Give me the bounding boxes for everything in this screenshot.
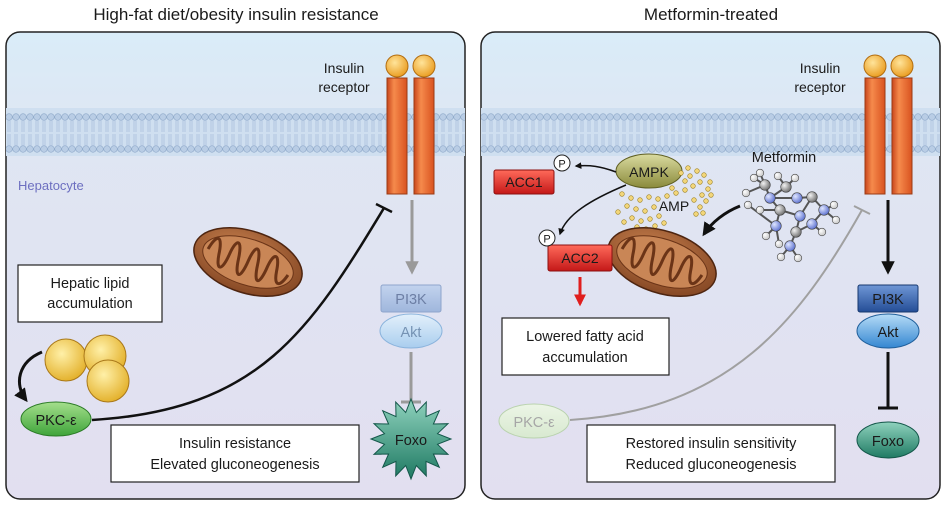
phosphate-icon — [553, 154, 571, 172]
phospho-label: P — [558, 159, 565, 171]
left-outcome-box — [110, 424, 360, 483]
metformin-molecule-icon — [741, 168, 841, 263]
left-panel-title: High-fat diet/obesity insulin resistance — [93, 5, 378, 24]
receptor-label-line1: Insulin — [324, 60, 364, 76]
lipid-to-pkc-arrow — [14, 350, 43, 403]
akt-node — [856, 313, 920, 349]
receptor-label-line2: receptor — [794, 79, 846, 95]
fatty-acid-line1: Lowered fatty acid — [526, 329, 644, 345]
pkc-label: PKC-ε — [35, 413, 77, 429]
amp-label: AMP — [659, 198, 689, 214]
pkc-epsilon-node — [498, 403, 570, 439]
pkc-inhibition-faded — [569, 209, 863, 421]
mitochondrion-icon — [607, 227, 717, 297]
foxo-active-node: Foxo — [369, 397, 453, 481]
pkc-label: PKC-ε — [513, 415, 555, 431]
pkc-inhibits-receptor — [91, 207, 386, 422]
hepatic-lipid-box — [17, 264, 163, 323]
right-membrane — [481, 108, 940, 156]
acc1-label: ACC1 — [505, 174, 543, 190]
right-panel: Insulin receptor AMPK AMP ACC1 P ACC2 P — [480, 31, 941, 500]
phosphate-icon — [538, 229, 556, 247]
akt-node — [379, 313, 443, 349]
insulin-receptor-icon — [863, 54, 914, 195]
receptor-label-line1: Insulin — [800, 60, 840, 76]
ampk-to-acc2-arrow — [558, 184, 627, 236]
cell-label: Hepatocyte — [18, 178, 84, 193]
lipid-box-line1: Hepatic lipid — [51, 276, 130, 292]
phospho-label: P — [543, 234, 550, 246]
akt-label: Akt — [878, 325, 899, 341]
mitochondrion-icon — [193, 227, 303, 297]
ampk-label: AMPK — [629, 164, 669, 180]
metformin-to-mitochondrion-arrow — [702, 204, 741, 237]
right-panel-title: Metformin-treated — [644, 5, 778, 24]
foxo-label: Foxo — [395, 433, 427, 449]
lipid-droplet-icon — [44, 334, 130, 403]
acc2-node — [547, 244, 613, 272]
ampk-to-acc1-arrow — [574, 162, 617, 173]
lipid-box-line2: accumulation — [47, 296, 132, 312]
pi3k-node — [380, 284, 442, 313]
inhibition-bar-faded — [853, 205, 871, 215]
left-panel: Hepatocyte Insulin receptor Hepatic lipi… — [5, 31, 466, 500]
akt-label: Akt — [401, 325, 422, 341]
receptor-label-line2: receptor — [318, 79, 370, 95]
pkc-epsilon-node: PKC-ε — [20, 401, 92, 437]
acc2-label: ACC2 — [561, 250, 599, 266]
pi3k-label: PI3K — [395, 292, 427, 308]
inhibition-bar — [375, 202, 393, 214]
outcome-line1: Restored insulin sensitivity — [626, 436, 798, 452]
right-outcome-box — [586, 424, 836, 483]
fatty-acid-box — [501, 317, 670, 376]
foxo-inactive-node — [856, 421, 920, 459]
fatty-acid-line2: accumulation — [542, 350, 627, 366]
amp-molecules — [615, 165, 714, 232]
pi3k-label: PI3K — [872, 292, 904, 308]
pi3k-node — [857, 284, 919, 313]
outcome-line2: Reduced gluconeogenesis — [626, 457, 797, 473]
acc1-node — [493, 169, 555, 195]
outcome-line2: Elevated gluconeogenesis — [150, 457, 319, 473]
foxo-label: Foxo — [872, 434, 904, 450]
outcome-line1: Insulin resistance — [179, 436, 291, 452]
metformin-label: Metformin — [752, 150, 816, 166]
insulin-receptor-icon — [385, 54, 436, 195]
